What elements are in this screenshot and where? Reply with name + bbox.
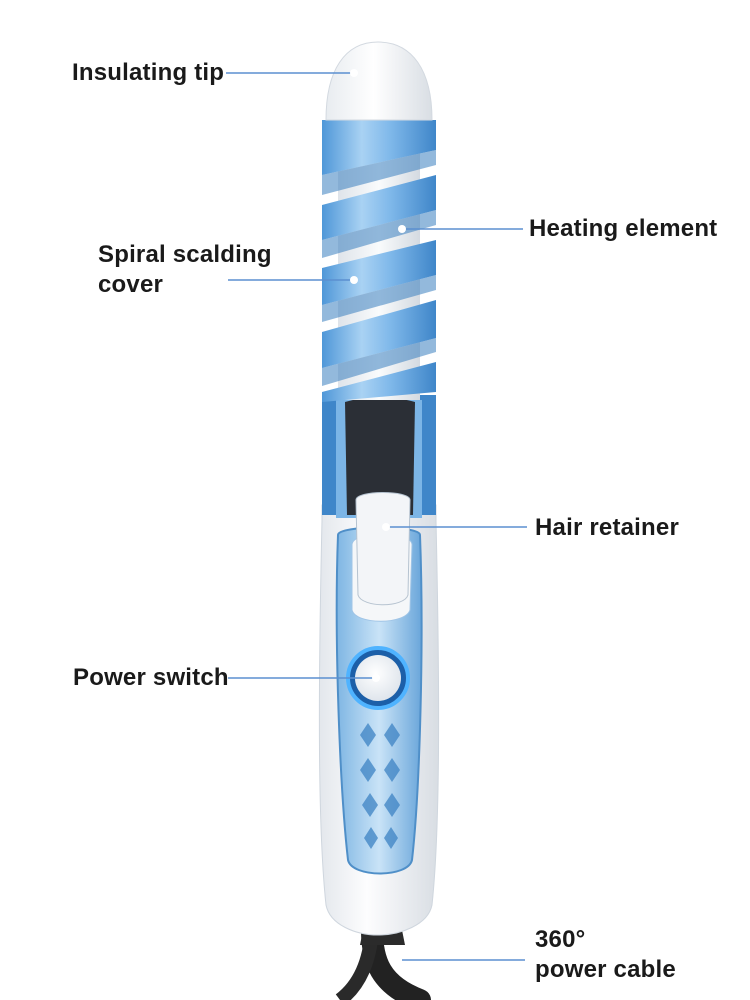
barrel-base <box>322 395 436 518</box>
insulating-tip <box>325 41 433 121</box>
spiral-scalding-cover <box>322 120 436 402</box>
leader-lines <box>226 69 527 961</box>
label-power-switch: Power switch <box>73 664 229 691</box>
label-power-cable: 360° power cable <box>535 926 676 983</box>
label-heating-element: Heating element <box>529 215 718 242</box>
label-insulating-tip: Insulating tip <box>72 59 225 86</box>
grip-texture <box>360 723 400 849</box>
label-spiral-scalding-cover: Spiral scalding cover <box>98 241 272 298</box>
hair-retainer <box>355 492 411 606</box>
label-hair-retainer: Hair retainer <box>535 514 679 541</box>
